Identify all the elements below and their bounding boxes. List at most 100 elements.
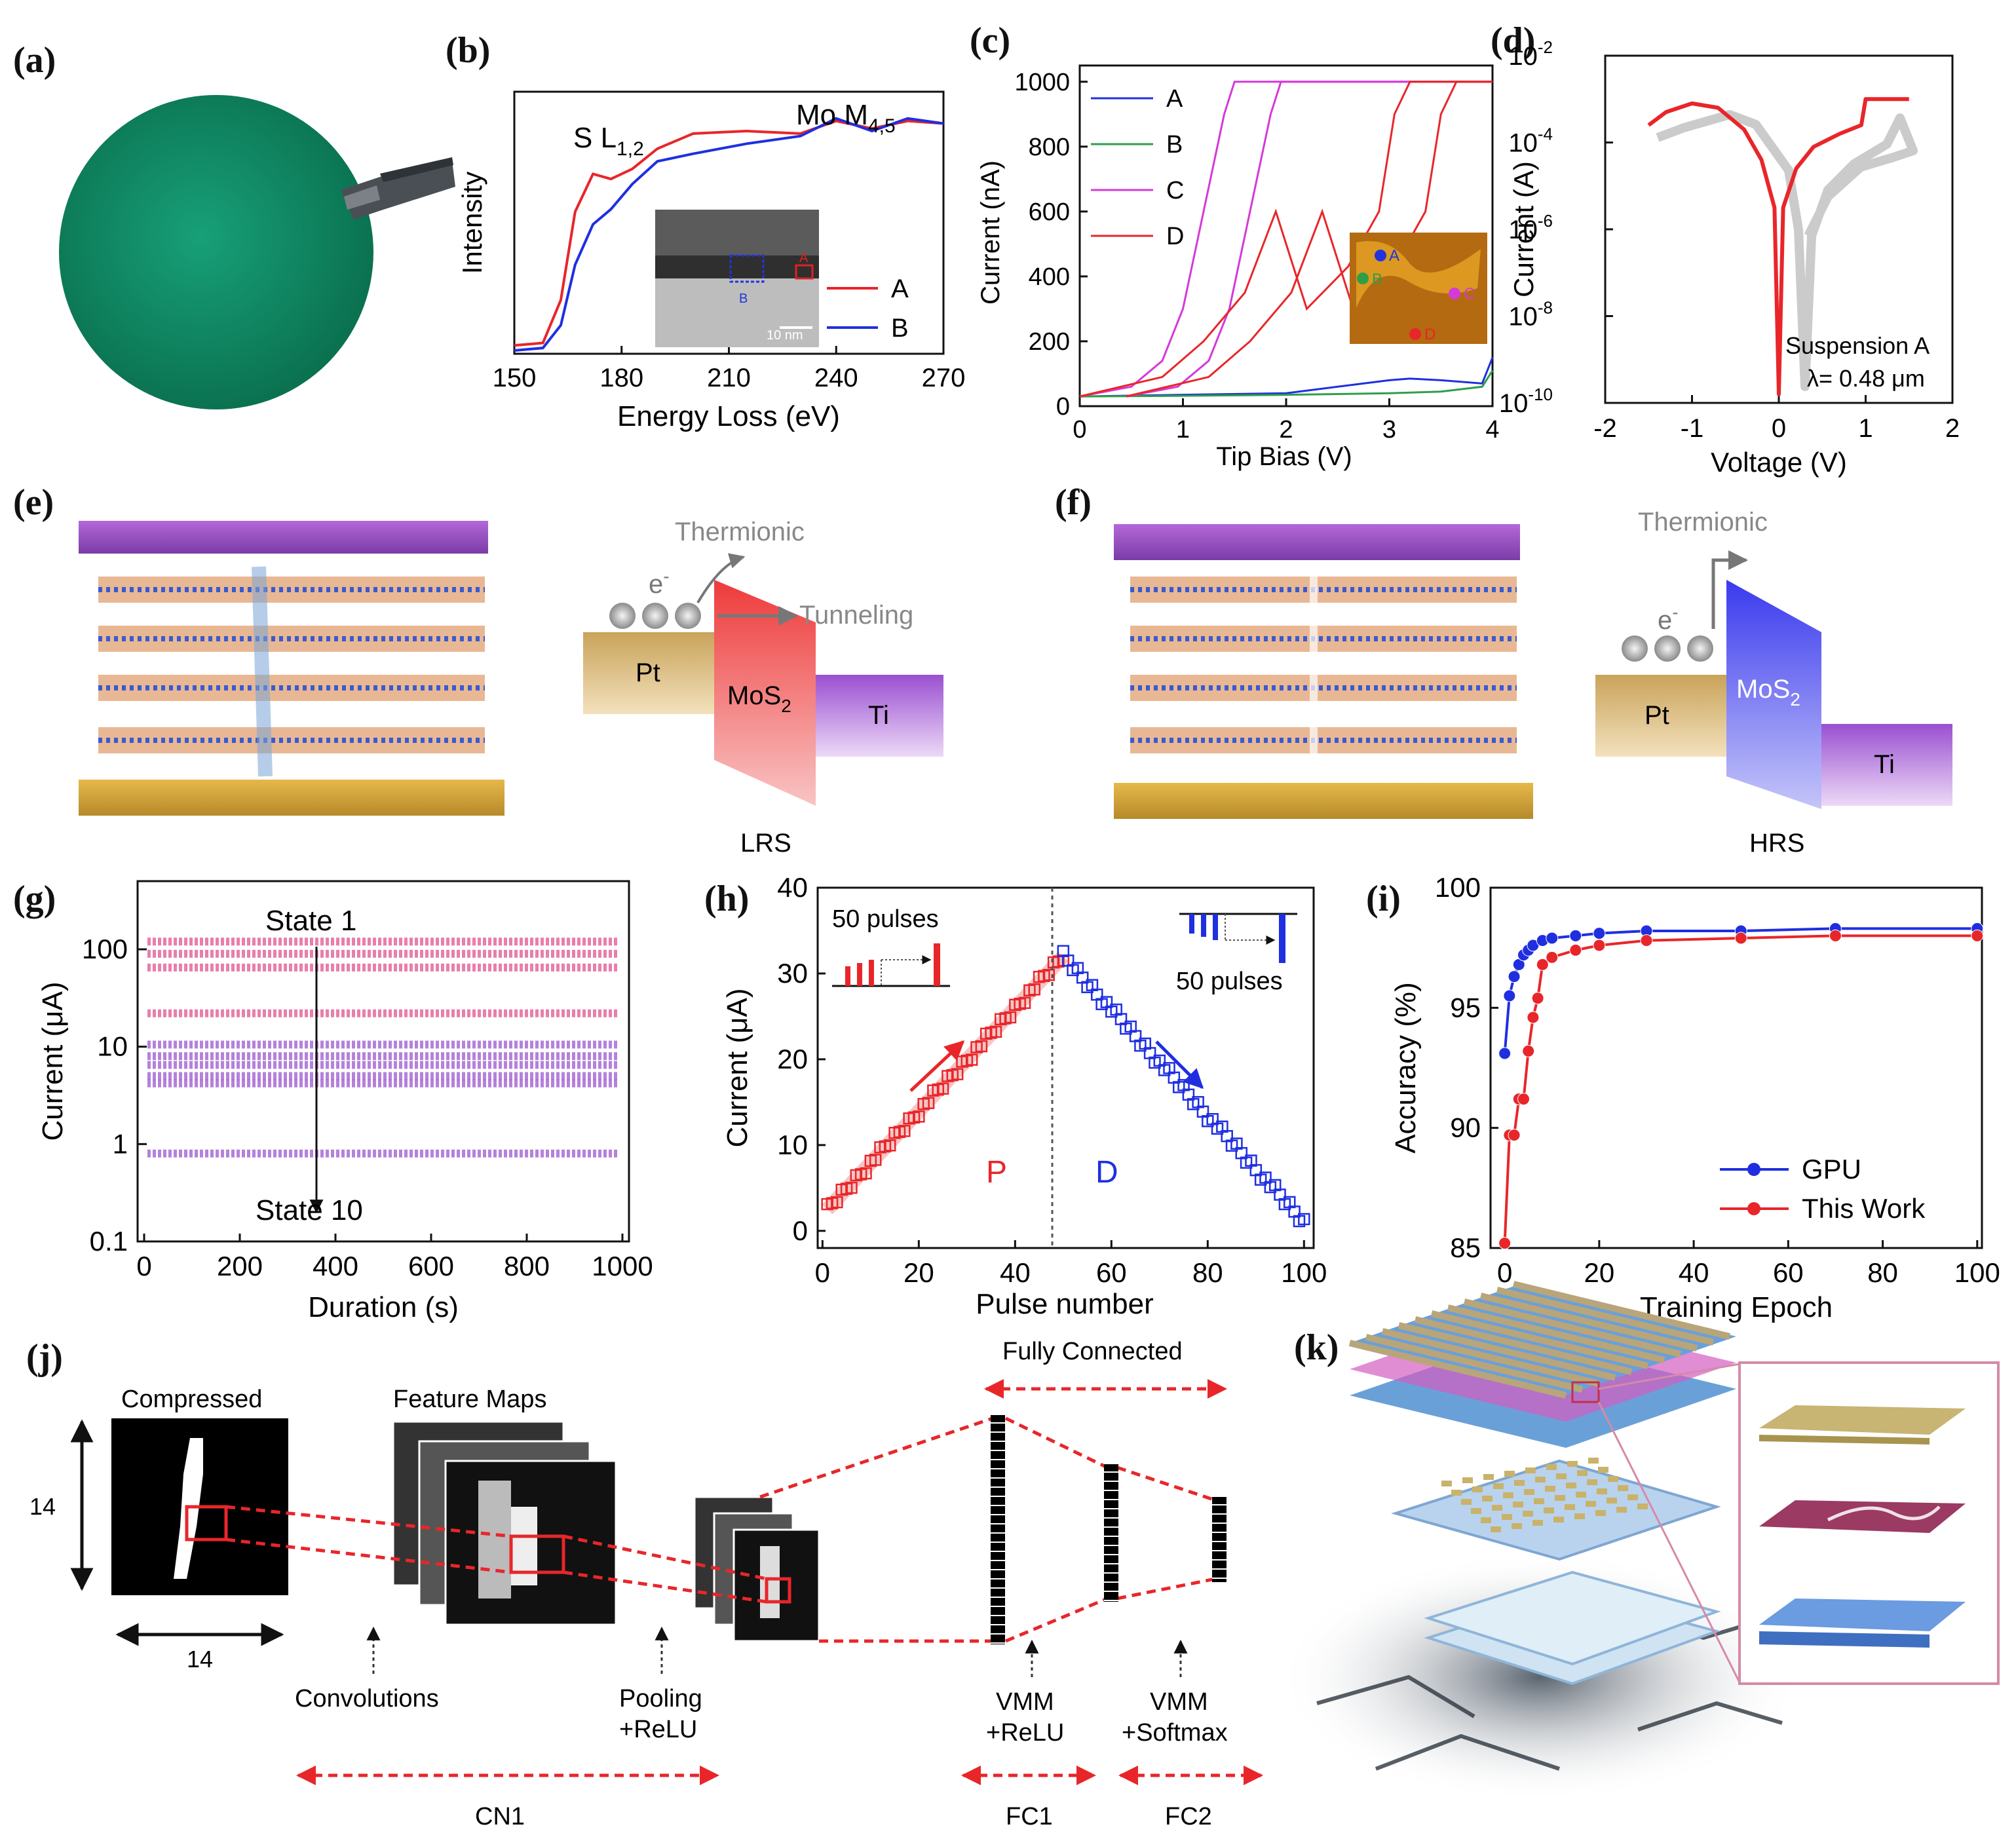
chart-d-ylabel: Current (A): [1508, 161, 1539, 297]
chart-h-xtick-label: 0: [815, 1257, 830, 1288]
chart-h-point-P: [1042, 968, 1056, 981]
chart-h-point-P: [883, 1139, 896, 1152]
chart-g-xtick-label: 0: [136, 1251, 151, 1281]
chart-c-legend-label-D: D: [1166, 223, 1184, 250]
stacked-chip-pad: [1618, 1485, 1628, 1491]
cnn-compressed-label: Compressed: [121, 1386, 262, 1413]
chart-i-point: [1522, 1044, 1535, 1057]
chart-i-legend-marker: [1747, 1202, 1760, 1215]
chart-i-ytick-label: 95: [1450, 992, 1481, 1023]
stacked-chip-pad: [1471, 1508, 1481, 1514]
chart-h-point-P: [913, 1110, 925, 1123]
cnn-convolutions-label: Convolutions: [295, 1685, 439, 1712]
chart-i-point: [1569, 929, 1582, 942]
chart-i-series-This-Work: [1503, 934, 1977, 1243]
chart-h-point-P: [869, 1154, 882, 1166]
chart-i-ytick-label: 85: [1450, 1232, 1481, 1263]
stacked-chip-pad: [1553, 1517, 1564, 1523]
hrs-thermionic-label: Thermionic: [1638, 508, 1768, 537]
lrs-electron-label: e-: [649, 566, 670, 599]
chart-c-legend-label-C: C: [1166, 177, 1184, 204]
stacked-chip-electrode-bar: [1348, 1340, 1567, 1399]
stacked-chip-electrode-bar: [1414, 1316, 1633, 1375]
hrs-state-label: HRS: [1749, 829, 1804, 858]
chart-h-point-P: [1028, 983, 1040, 996]
chart-h-xtick-label: 20: [903, 1257, 934, 1288]
cnn-fully-connected-label: Fully Connected: [1002, 1338, 1183, 1365]
hrs-electron-label: e-: [1658, 602, 1679, 635]
chart-c-xtick-label: 4: [1485, 416, 1499, 444]
hrs-ti-label: Ti: [1874, 750, 1895, 779]
chart-d-ytick-label: 10-10: [1499, 385, 1553, 418]
chart-h-xtick-label: 40: [1000, 1257, 1031, 1288]
hrs-pt-label: Pt: [1645, 701, 1669, 730]
chart-c-inset-mark-c: C: [1464, 285, 1475, 303]
cnn-pooled-maps: [693, 1496, 820, 1642]
stacked-chip-pad: [1503, 1492, 1513, 1498]
panel-label-g: (g): [13, 879, 56, 919]
stacked-chip-pad: [1637, 1504, 1648, 1509]
chart-c-ytick-label: 800: [1029, 134, 1070, 161]
chart-b-xtick-label: 270: [922, 364, 966, 392]
chart-b-tem-inset: A B 10 nm: [655, 210, 819, 347]
cnn-output-column: [1212, 1497, 1227, 1582]
chart-c-afm-inset: A B C D: [1350, 233, 1487, 344]
chart-d-ytick-label: 10-4: [1508, 124, 1553, 158]
chart-i-point: [1508, 970, 1521, 983]
chart-c-ytick-label: 400: [1029, 263, 1070, 291]
stacked-chip-electrode-bar: [1496, 1287, 1715, 1346]
panel-label-j: (j): [26, 1337, 63, 1378]
chart-d-xtick-label: 0: [1772, 414, 1786, 443]
chart-i-point: [1508, 1129, 1521, 1142]
chart-h-point-P: [965, 1053, 978, 1066]
chart-i-xtick-label: 0: [1497, 1257, 1512, 1288]
stacked-chip-illustration: [1278, 1281, 2000, 1802]
chart-b-scale-bar: 10 nm: [767, 328, 803, 343]
chart-c-ytick-label: 600: [1029, 199, 1070, 226]
chart-g-state-top: State 1: [265, 905, 356, 937]
chart-h-point-P: [922, 1097, 935, 1109]
cnn-diagram: Compressed 14 14 Feature Maps Fully Conn…: [29, 1338, 1263, 1830]
chart-i-ylabel: Accuracy (%): [1390, 982, 1422, 1154]
chart-h-point-P: [951, 1068, 964, 1080]
cnn-fc1-label: FC1: [1006, 1803, 1053, 1830]
chart-d-xtick-label: -2: [1593, 414, 1617, 443]
chart-g-xtick-label: 400: [313, 1251, 358, 1281]
chart-i-xtick-label: 80: [1867, 1257, 1898, 1288]
chart-i-point: [1517, 1093, 1530, 1106]
chart-i-legend-label: This Work: [1802, 1193, 1926, 1224]
chart-d-xtick-label: -1: [1681, 414, 1704, 443]
chart-h-point-P: [975, 1040, 988, 1053]
chart-c-xtick-label: 3: [1382, 416, 1396, 444]
stacked-chip-pad: [1512, 1523, 1522, 1529]
chart-i-point: [1498, 1047, 1512, 1060]
chart-i-ytick-label: 100: [1435, 872, 1481, 903]
hrs-mos2-label: MoS2: [1736, 675, 1800, 709]
chart-c-inset-mark-a: A: [1389, 247, 1399, 265]
chart-h-pulses-left: 50 pulses: [832, 905, 939, 933]
chart-h-ytick-label: 30: [777, 958, 808, 989]
stacked-chip-pad: [1595, 1510, 1606, 1516]
stacked-chip-pad: [1532, 1520, 1543, 1526]
chart-i-xtick-label: 40: [1679, 1257, 1709, 1288]
chart-d-series-red: [1647, 97, 1909, 396]
cnn-dim-horizontal: 14: [187, 1646, 213, 1673]
stacked-chip-pad: [1597, 1488, 1607, 1494]
stacked-chip-pad: [1556, 1473, 1567, 1479]
chart-b-legend-label-A: A: [891, 274, 909, 303]
chart-i-frame: [1489, 886, 1983, 1249]
chart-b-ylabel: Intensity: [457, 172, 487, 274]
stacked-chip-pad: [1493, 1483, 1504, 1489]
stacked-chip-electrode-bar: [1398, 1322, 1616, 1381]
cnn-pooling-label-1: Pooling: [619, 1685, 702, 1712]
chart-i-legend-label: GPU: [1802, 1154, 1861, 1184]
chart-b-legend-label-B: B: [891, 314, 909, 343]
device-schematic-lrs: [79, 521, 504, 816]
chart-c-ylabel: Current (nA): [976, 161, 1005, 305]
